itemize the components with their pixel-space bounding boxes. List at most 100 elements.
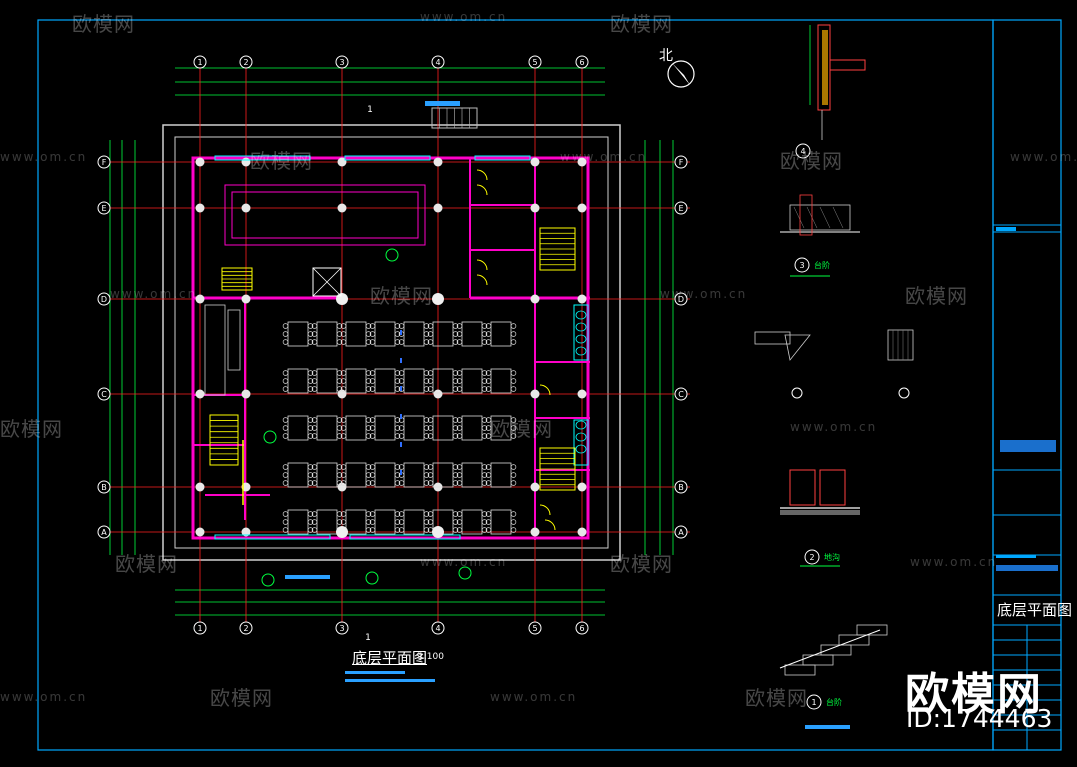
- watermark: 欧模网: [780, 149, 843, 173]
- dining-chair: [423, 339, 430, 345]
- detail-callout: [365, 571, 379, 585]
- detail-step: [784, 664, 816, 676]
- window: [344, 155, 431, 161]
- dining-chair: [485, 417, 492, 423]
- dining-chair: [307, 472, 314, 478]
- fixture: [575, 444, 587, 454]
- dining-chair: [336, 417, 343, 423]
- dining-chair: [365, 331, 372, 337]
- dining-chair: [369, 464, 376, 470]
- dining-chair: [369, 323, 376, 329]
- watermark-url: www.om.cn: [110, 287, 198, 301]
- dining-chair: [394, 386, 401, 392]
- structural-column: [241, 203, 251, 213]
- dining-chair: [427, 480, 434, 486]
- dining-chair: [485, 370, 492, 376]
- structural-column: [337, 389, 347, 399]
- dining-chair: [481, 370, 488, 376]
- dining-chair: [311, 511, 318, 517]
- dining-chair: [427, 433, 434, 439]
- title-block-text-block: [1000, 440, 1056, 452]
- axis-bubble-row: [674, 387, 688, 401]
- axis-label-row: F: [102, 158, 107, 167]
- detail-callout: [458, 566, 472, 580]
- detail-number-bubble: [795, 143, 811, 159]
- fixture: [575, 432, 587, 442]
- axis-bubble-column: [575, 621, 589, 635]
- dining-chair: [369, 472, 376, 478]
- watermark: 欧模网: [490, 417, 553, 441]
- detail-note-block: [805, 725, 850, 729]
- dining-chair: [427, 511, 434, 517]
- dining-chair: [365, 339, 372, 345]
- dining-chair: [394, 519, 401, 525]
- dining-chair: [485, 378, 492, 384]
- dining-chair: [340, 511, 347, 517]
- detail-trench-wall: [789, 469, 816, 506]
- detail-number-bubble: [794, 257, 810, 273]
- dining-chair: [311, 323, 318, 329]
- axis-label-column: 1: [197, 624, 202, 633]
- dining-chair: [336, 472, 343, 478]
- watermark-url: www.om.cn: [0, 150, 88, 164]
- dining-chair: [510, 527, 517, 533]
- stair: [209, 414, 239, 466]
- door-swing: [544, 519, 556, 531]
- structural-column: [195, 157, 205, 167]
- watermark-url: www.om.cn: [490, 690, 578, 704]
- dining-chair: [423, 370, 430, 376]
- dining-chair: [398, 527, 405, 533]
- dining-chair: [394, 480, 401, 486]
- dining-chair: [456, 519, 463, 525]
- dining-chair: [452, 370, 459, 376]
- structural-column: [530, 294, 540, 304]
- entrance-steps: [431, 107, 478, 129]
- dining-chair: [307, 378, 314, 384]
- dining-chair: [282, 472, 289, 478]
- dining-table: [316, 368, 338, 394]
- dining-chair: [311, 464, 318, 470]
- detail-bubble-blank: [898, 387, 910, 399]
- dining-chair: [365, 519, 372, 525]
- axis-label-column: 2: [243, 624, 248, 633]
- detail-number-bubble: [806, 694, 822, 710]
- dining-chair: [427, 386, 434, 392]
- structural-column: [433, 389, 443, 399]
- dining-chair: [311, 519, 318, 525]
- dining-chair: [307, 417, 314, 423]
- dining-chair: [340, 339, 347, 345]
- dining-chair: [456, 386, 463, 392]
- dining-table: [316, 509, 338, 535]
- dining-chair: [485, 519, 492, 525]
- dining-chair: [481, 323, 488, 329]
- dining-table: [403, 462, 425, 488]
- dining-chair: [311, 331, 318, 337]
- door-swing: [476, 184, 488, 196]
- site-boundary-outer: [162, 124, 621, 561]
- dining-table: [316, 321, 338, 347]
- dining-chair: [311, 386, 318, 392]
- door-swing: [539, 504, 551, 516]
- dining-chair: [307, 433, 314, 439]
- dining-chair: [369, 370, 376, 376]
- dining-chair: [394, 464, 401, 470]
- dining-chair: [307, 386, 314, 392]
- dining-chair: [369, 386, 376, 392]
- dining-chair: [365, 323, 372, 329]
- dining-chair: [398, 511, 405, 517]
- dining-chair: [510, 339, 517, 345]
- dining-chair: [282, 527, 289, 533]
- dining-chair: [340, 519, 347, 525]
- dining-chair: [510, 417, 517, 423]
- fixture: [575, 322, 587, 332]
- dining-chair: [485, 331, 492, 337]
- watermark-url: www.om.cn: [420, 555, 508, 569]
- dining-chair: [282, 511, 289, 517]
- stair-outline: [209, 414, 239, 466]
- dining-chair: [311, 339, 318, 345]
- window: [573, 419, 589, 466]
- plan-scale: 1:100: [418, 652, 444, 662]
- dining-chair: [510, 425, 517, 431]
- detail-label: 地沟: [824, 552, 840, 562]
- dining-chair: [456, 417, 463, 423]
